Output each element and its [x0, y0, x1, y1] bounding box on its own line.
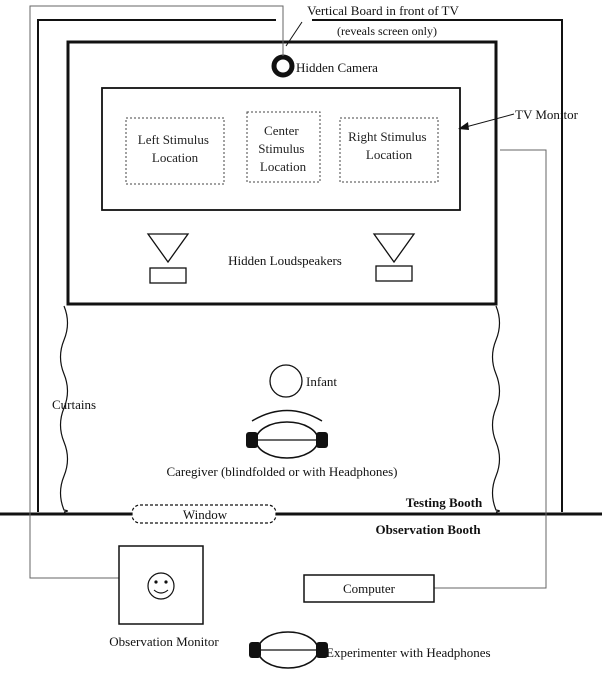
- experimenter-label: Experimenter with Headphones: [326, 645, 491, 660]
- caregiver-headphones-icon: [246, 421, 328, 459]
- observation-monitor-label: Observation Monitor: [109, 634, 219, 649]
- caregiver-label: Caregiver (blindfolded or with Headphone…: [166, 464, 397, 479]
- computer-label: Computer: [343, 581, 396, 596]
- tv-computer-cable: [434, 149, 547, 589]
- testing-booth-wall: [37, 19, 563, 512]
- left-stimulus-location: [125, 117, 225, 185]
- tv-monitor-label: TV Monitor: [515, 107, 579, 122]
- observation-monitor: [118, 545, 204, 625]
- caregiver-head-turn-arc: [251, 409, 323, 422]
- right-loudspeaker-box: [375, 265, 413, 282]
- hidden-camera-icon: [271, 54, 295, 78]
- center-stimulus-location: [246, 111, 321, 183]
- observation-window: [131, 504, 277, 524]
- window-label: Window: [183, 507, 228, 522]
- experimenter-headphones-icon: [249, 631, 328, 669]
- left-loudspeaker-icon: [146, 233, 190, 264]
- infant-icon: [269, 364, 303, 398]
- vertical-board: [66, 40, 498, 306]
- tv-monitor-arrowhead: [458, 122, 469, 130]
- loudspeakers-label: Hidden Loudspeakers: [228, 253, 342, 268]
- right-curtain: [491, 305, 501, 513]
- left-curtain: [59, 305, 69, 513]
- vertical-board-label: Vertical Board in front of TV (reveals s…: [307, 2, 463, 38]
- computer-box: [303, 574, 435, 603]
- tv-monitor-arrow: [461, 113, 515, 129]
- infant-label: Infant: [306, 374, 337, 389]
- right-stimulus-text: Right Stimulus Location: [348, 129, 430, 162]
- hidden-camera-label: Hidden Camera: [296, 60, 378, 75]
- left-stimulus-text: Left Stimulus Location: [138, 132, 212, 165]
- observation-booth-label: Observation Booth: [375, 522, 481, 537]
- tv-monitor-screen: [101, 87, 461, 211]
- center-stimulus-text: Center Stimulus Location: [258, 123, 308, 174]
- curtains-label: Curtains: [52, 397, 96, 412]
- right-stimulus-location: [339, 117, 439, 183]
- smiley-face-icon: [147, 572, 175, 600]
- camera-monitor-cable: [29, 5, 284, 579]
- right-loudspeaker-icon: [372, 233, 416, 264]
- testing-booth-label: Testing Booth: [406, 495, 483, 510]
- board-pointer: [285, 21, 303, 47]
- left-loudspeaker-box: [149, 267, 187, 284]
